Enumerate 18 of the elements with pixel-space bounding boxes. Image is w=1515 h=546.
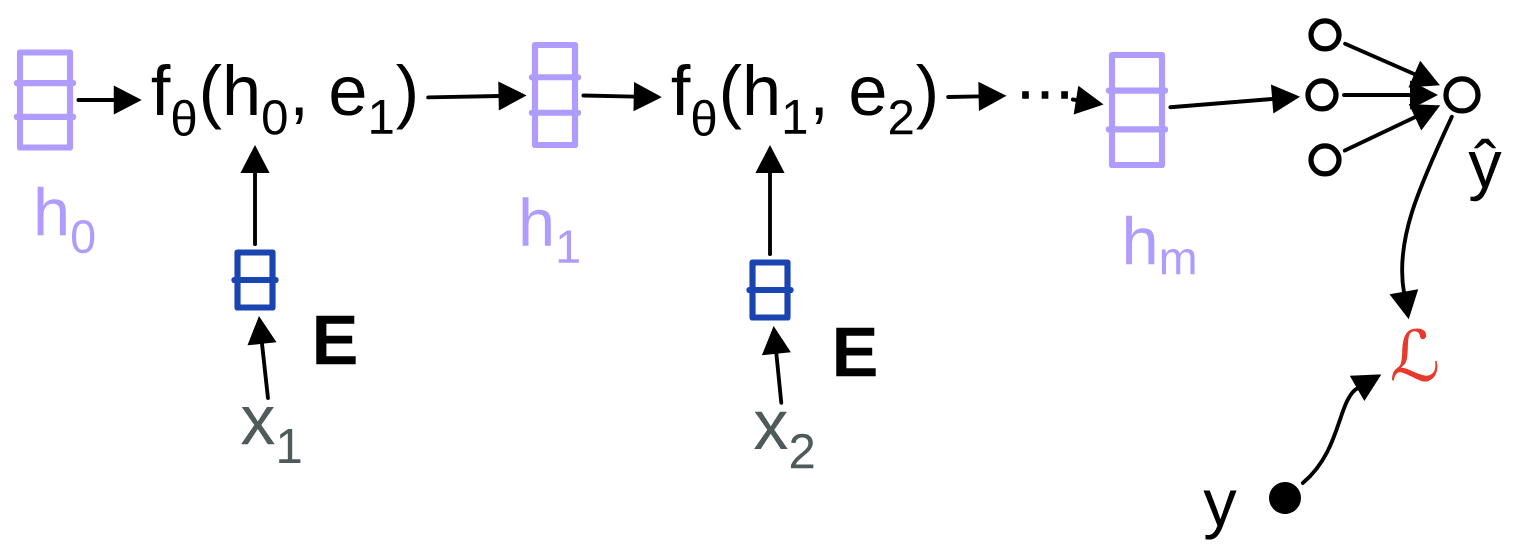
edge-label: E bbox=[309, 314, 361, 366]
math-label: ... bbox=[1022, 91, 1068, 99]
vector-box bbox=[231, 249, 279, 311]
math-label: x$_{2}$ bbox=[754, 411, 814, 469]
node-label: ŷ bbox=[1468, 138, 1502, 202]
neuron-circle bbox=[1308, 18, 1342, 52]
edge-label: E bbox=[829, 326, 881, 378]
node-label: y bbox=[1203, 490, 1237, 540]
node-label: h$_{0}$ bbox=[37, 186, 95, 254]
node-label: h$_{1}$ bbox=[522, 197, 579, 263]
neuron-circle bbox=[1305, 78, 1339, 112]
math-label: x$_{1}$ bbox=[241, 407, 301, 463]
node-label: h$_{m}$ bbox=[1126, 215, 1195, 275]
math-label: ℒ bbox=[1392, 328, 1438, 382]
math-label: f$_{θ}$(h$_{0}$, e$_{1}$) bbox=[151, 64, 415, 136]
neuron-circle bbox=[1308, 143, 1342, 177]
vector-box bbox=[746, 259, 794, 321]
math-label: f$_{θ}$(h$_{1}$, e$_{2}$) bbox=[671, 64, 935, 136]
